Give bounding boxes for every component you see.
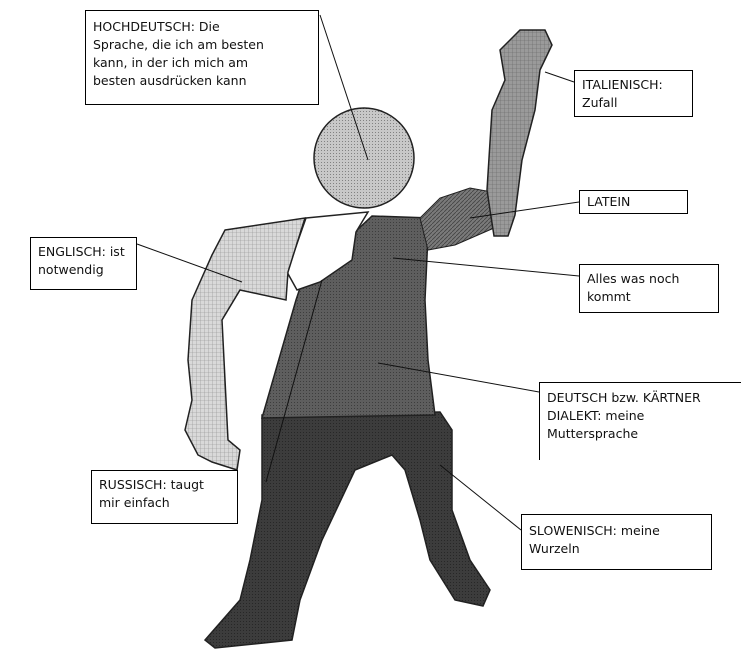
label-italienisch: ITALIENISCH: Zufall: [574, 70, 693, 117]
label-hochdeutsch: HOCHDEUTSCH: Die Sprache, die ich am bes…: [85, 10, 319, 105]
raised-arm-shape: [487, 30, 552, 236]
shoulder-strip-shape: [420, 188, 494, 250]
label-slowenisch: SLOWENISCH: meine Wurzeln: [521, 514, 712, 570]
label-englisch: ENGLISCH: ist notwendig: [30, 237, 137, 290]
label-alles-was-noch-kommt: Alles was noch kommt: [579, 264, 719, 313]
label-russisch: RUSSISCH: taugt mir einfach: [91, 470, 238, 524]
legs-shape: [205, 412, 490, 648]
label-deutsch-kaertner-dialekt: DEUTSCH bzw. KÄRTNER DIALEKT: meine Mutt…: [539, 382, 741, 460]
leader-italienisch: [545, 72, 574, 82]
label-latein: LATEIN: [579, 190, 688, 214]
head-shape: [314, 108, 414, 208]
